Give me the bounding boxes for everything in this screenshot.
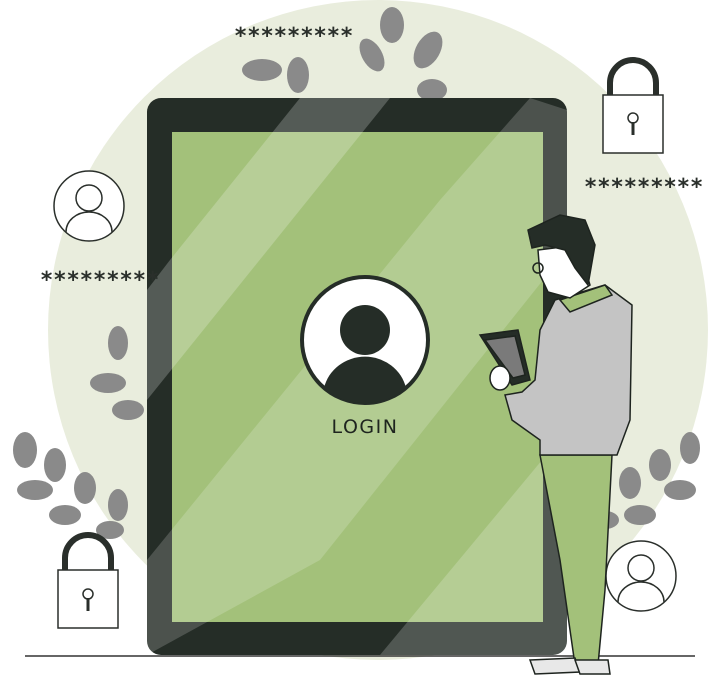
user-circle-icon	[53, 170, 125, 242]
glare-stripe	[380, 430, 567, 655]
password-mask-text: *********	[234, 24, 354, 49]
glare-stripe	[147, 98, 390, 400]
login-label[interactable]: LOGIN	[331, 416, 399, 438]
sweater	[504, 284, 633, 456]
password-mask-text: *********	[584, 175, 704, 200]
padlock-icon	[57, 532, 119, 629]
hair	[527, 214, 596, 287]
glasses	[532, 262, 544, 274]
password-mask-text: *********	[40, 268, 160, 293]
person-figure	[478, 214, 633, 675]
hand	[489, 365, 511, 391]
leaf-plant-left	[13, 326, 144, 539]
user-circle-icon	[605, 540, 677, 612]
leaf-plant-top	[242, 7, 447, 101]
shoe	[528, 657, 582, 675]
padlock-icon	[602, 57, 664, 154]
